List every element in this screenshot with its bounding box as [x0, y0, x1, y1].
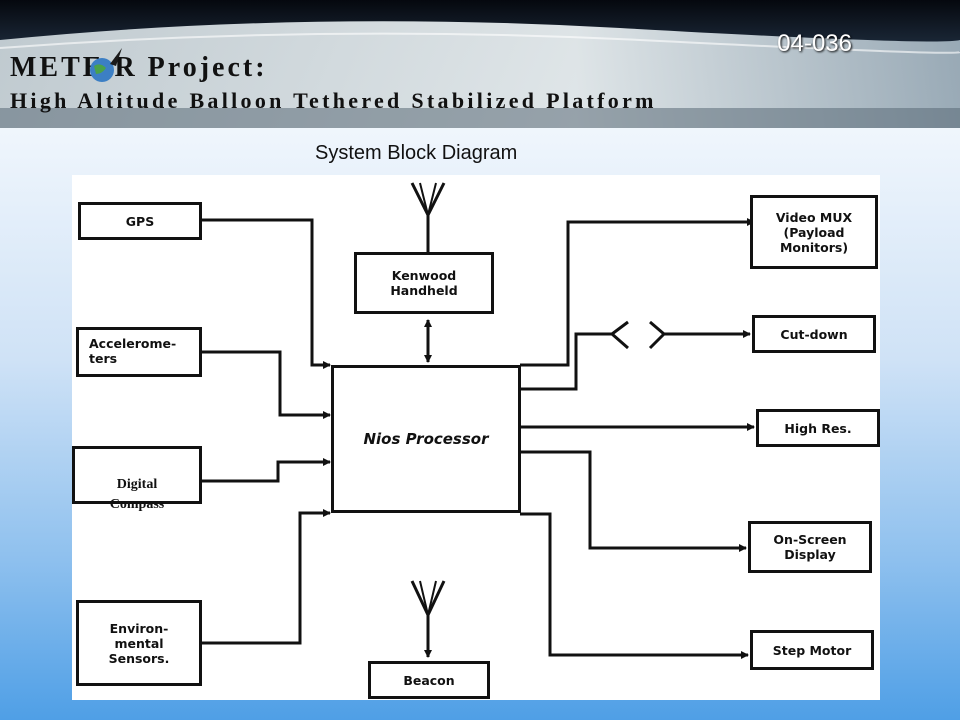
accel-to-nios-line	[202, 350, 331, 419]
environmental-sensors-block: Environ- mental Sensors.	[76, 600, 202, 686]
block-diagram: GPS Accelerome- ters Environ- mental Sen…	[72, 175, 880, 700]
antenna-icon	[410, 182, 446, 219]
video-mux-block: Video MUX (Payload Monitors)	[750, 195, 878, 269]
beacon-label: Beacon	[403, 672, 455, 688]
kenwood-handheld-block: Kenwood Handheld	[354, 252, 494, 314]
nios-to-stepmotor-line	[520, 512, 749, 659]
switch-open-icon	[611, 320, 666, 350]
osd-label: On-Screen Display	[773, 532, 847, 562]
slide-number: 04-036	[777, 30, 852, 57]
kenwood-label: Kenwood Handheld	[390, 268, 458, 298]
step-motor-block: Step Motor	[750, 630, 874, 670]
project-title-text: METE R Project:	[10, 52, 268, 83]
nios-processor-block: Nios Processor	[331, 365, 521, 513]
project-title: METE R Project:	[10, 52, 268, 84]
beacon-block: Beacon	[368, 661, 490, 699]
project-subtitle: High Altitude Balloon Tethered Stabilize…	[10, 88, 657, 113]
accelerometers-block: Accelerome- ters	[76, 327, 202, 377]
header-banner: 04-036 METE R Project: High Altitude Bal…	[0, 0, 960, 128]
diagram-connections	[202, 182, 755, 659]
nios-to-cutdown-line	[520, 332, 612, 391]
high-res-block: High Res.	[756, 409, 880, 447]
nios-label: Nios Processor	[363, 429, 489, 448]
video-mux-label: Video MUX (Payload Monitors)	[775, 209, 853, 255]
gps-block: GPS	[78, 202, 202, 240]
meteor-globe-icon	[90, 48, 122, 82]
accelerometers-label: Accelerome- ters	[89, 336, 177, 366]
cut-down-block: Cut-down	[752, 315, 876, 353]
antenna-icon	[410, 580, 446, 619]
step-motor-label: Step Motor	[772, 642, 852, 658]
earth-horizon-image	[0, 0, 960, 128]
nios-to-osd-line	[520, 450, 747, 552]
high-res-label: High Res.	[784, 420, 852, 436]
on-screen-display-block: On-Screen Display	[748, 521, 872, 573]
gps-label: GPS	[125, 213, 155, 229]
digital-compass-block: Digital Compass	[72, 446, 202, 512]
diagram-title: System Block Diagram	[315, 142, 518, 164]
compass-to-nios-line	[202, 458, 331, 483]
cutdown-label: Cut-down	[780, 326, 848, 342]
env-to-nios-line	[202, 509, 331, 645]
environmental-label: Environ- mental Sensors.	[108, 620, 170, 666]
digital-compass-label: Digital Compass	[109, 477, 165, 512]
nios-to-video-line	[520, 218, 755, 367]
gps-to-nios-line	[202, 218, 331, 369]
